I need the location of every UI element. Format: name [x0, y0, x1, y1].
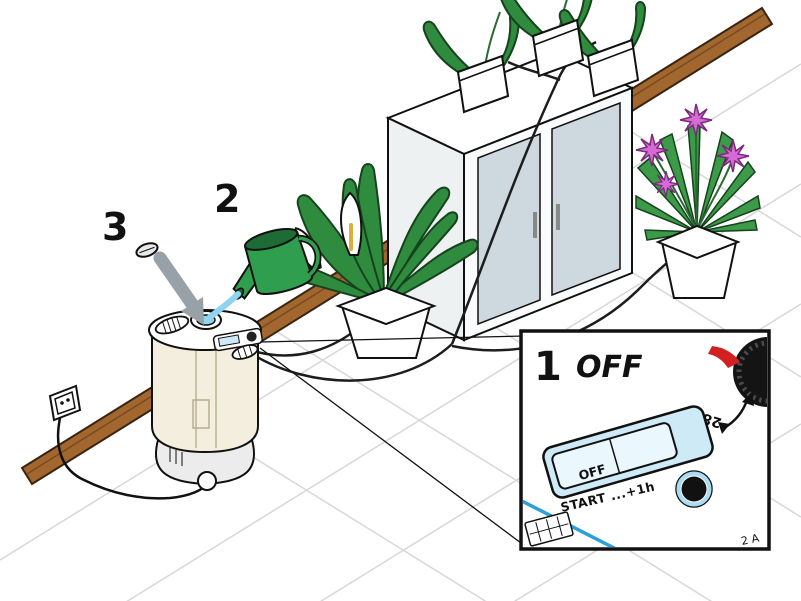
watering-device	[148, 309, 263, 491]
step-2-label: 2	[214, 177, 240, 221]
body-window	[192, 399, 210, 429]
orchid-pot	[456, 54, 510, 114]
plant-blade	[696, 160, 756, 233]
device-body	[151, 331, 259, 454]
door-handle-left	[533, 212, 537, 238]
pot-rim-line	[588, 47, 635, 66]
outlet-pin-hole	[60, 401, 64, 405]
flower-stem	[653, 153, 698, 231]
step-3-label: 3	[102, 205, 128, 249]
orchid-pot	[586, 38, 640, 98]
inset-mode-label: OFF	[576, 350, 643, 385]
water-stream	[206, 291, 241, 321]
power-outlet	[48, 384, 210, 500]
cabinet-door-right	[551, 101, 621, 297]
orchid-leaf	[558, 0, 593, 48]
inset-content: 28 d 1 OFF OFF START ...+1h	[523, 337, 767, 548]
tube-floor	[251, 343, 453, 382]
tablet-icon	[135, 242, 159, 258]
flower-stem	[696, 159, 733, 231]
start-button-ring	[675, 470, 713, 508]
watering-can	[232, 228, 322, 300]
inset-panel: 28 d 1 OFF OFF START ...+1h	[519, 329, 771, 551]
vent-oval	[154, 315, 190, 335]
door-handle-right	[556, 204, 560, 230]
vent-slot	[162, 321, 167, 334]
vent-slot	[242, 346, 248, 358]
lily-pot-rim	[335, 286, 437, 326]
vent-slot	[176, 316, 181, 329]
inset-step-1-label: 1	[534, 344, 562, 390]
vent-slot	[166, 319, 172, 333]
lily-leaf	[380, 211, 459, 304]
pink-flower	[679, 103, 713, 137]
lid-vent-left	[154, 315, 190, 335]
power-cable	[56, 417, 210, 500]
plant-blade	[696, 219, 758, 233]
flower-stem	[695, 123, 698, 231]
peace-lily-plant	[262, 163, 479, 359]
slider-divider	[608, 438, 621, 474]
off-switch-label[interactable]: OFF	[577, 461, 608, 483]
flower-pot-rim	[655, 224, 741, 260]
filter-icon	[524, 511, 574, 547]
tablet-slot	[139, 246, 155, 254]
vent-slot	[171, 317, 177, 332]
vent-slot	[248, 345, 253, 356]
outlet-socket	[54, 390, 76, 415]
outlet-pin-hole	[66, 398, 70, 402]
can-handle-inner	[298, 236, 320, 277]
dial-red-pointer	[708, 346, 740, 368]
callout-line-top	[259, 335, 526, 343]
pot-rim-line	[533, 27, 580, 46]
pot-rim-line	[458, 63, 505, 82]
orchid-leaf	[422, 20, 487, 84]
can-opening	[243, 228, 299, 251]
callout-line-bottom	[259, 347, 526, 547]
cabinet-plants	[422, 0, 647, 114]
pour-arrow-icon	[153, 251, 204, 325]
rotate-arrow-head	[718, 422, 730, 434]
orchid-pot	[531, 18, 585, 78]
plant-blade	[635, 194, 698, 233]
arrow-head	[181, 297, 204, 325]
lid-vent-right	[231, 344, 259, 360]
flowering-plant	[635, 103, 761, 299]
arrow-shaft	[153, 251, 199, 311]
inset-corner-label: 2 A	[740, 531, 761, 548]
dial-knob	[733, 337, 767, 407]
filter-grid-line	[529, 523, 569, 535]
inset-border	[519, 329, 771, 551]
tube-branch-left-pot	[507, 60, 561, 82]
panel-mini-button	[217, 334, 241, 347]
plant-blade	[636, 156, 698, 233]
rotate-arrow-head	[742, 392, 754, 406]
slider-panel: OFF	[542, 405, 714, 499]
plant-blade	[696, 194, 761, 233]
start-button[interactable]	[681, 476, 707, 502]
cabinet-door-left	[477, 132, 541, 326]
lily-leaf	[379, 238, 479, 304]
start-button-halo	[676, 471, 712, 507]
vent-slot	[237, 348, 242, 359]
plant-blade	[659, 132, 698, 233]
panel-mini-dial	[246, 331, 257, 342]
device-wheel	[197, 471, 217, 491]
